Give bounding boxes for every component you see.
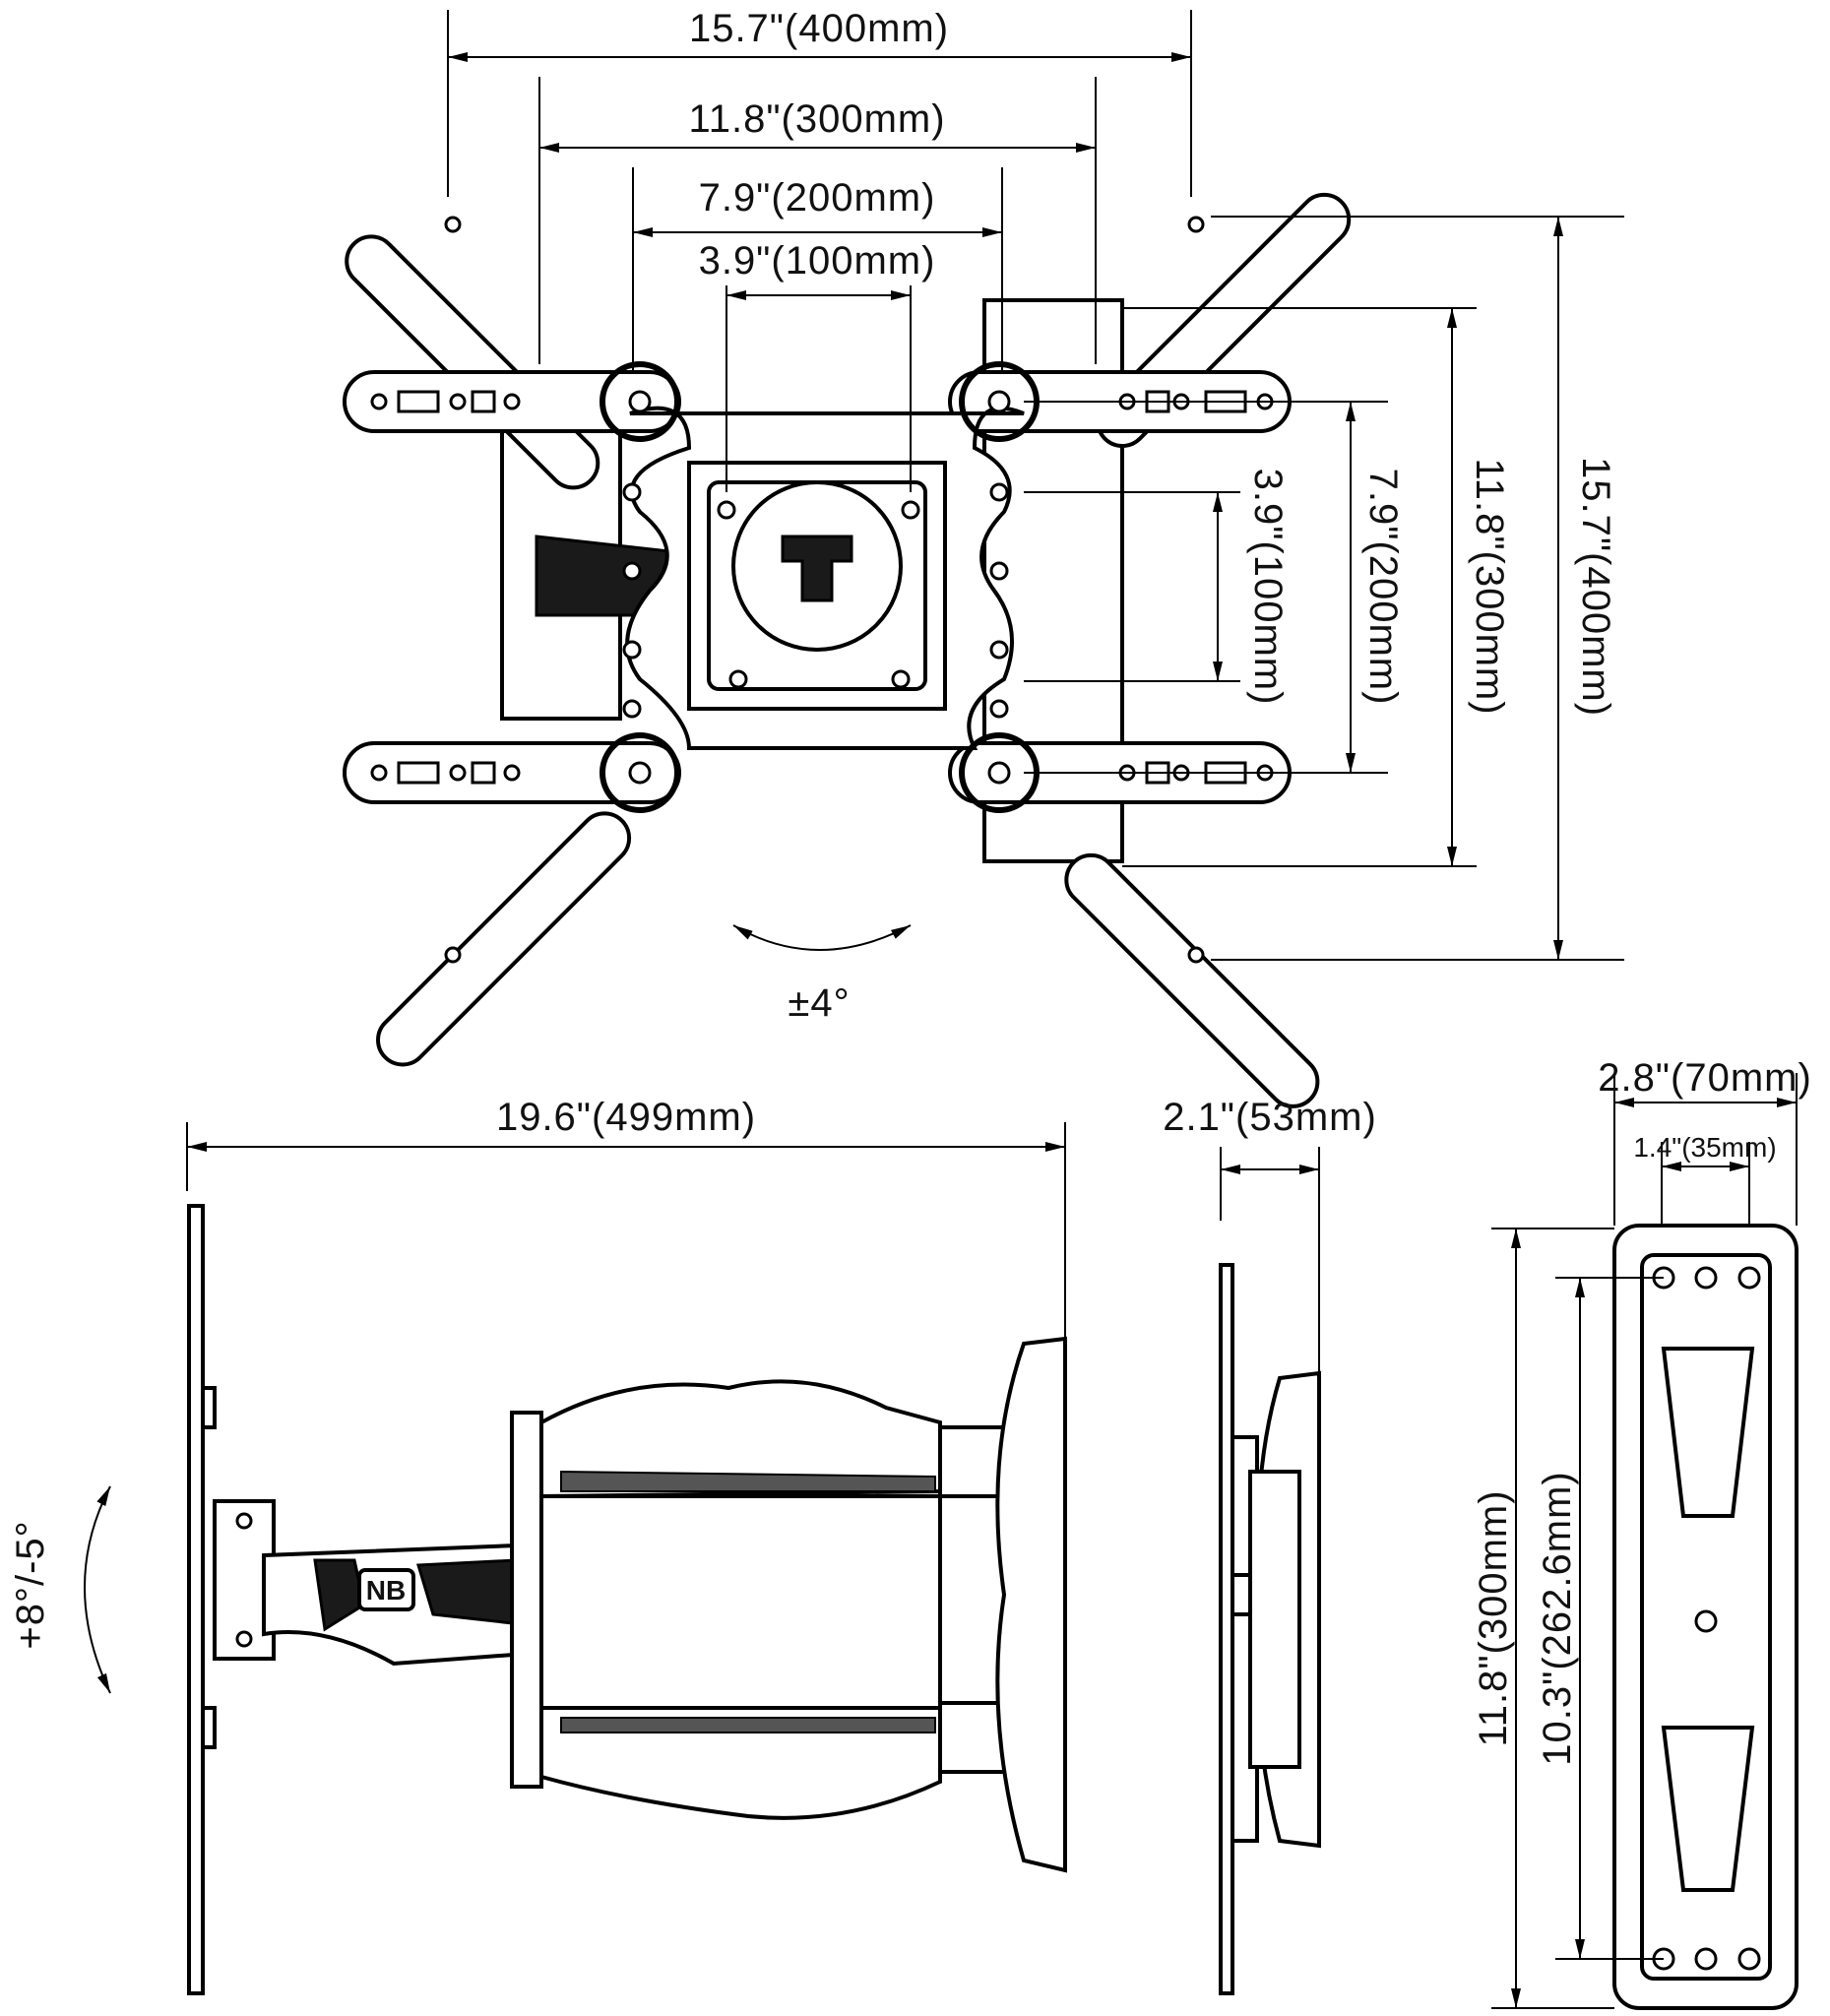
side-view: 19.6"(499mm) NB +8°/-5° <box>9 1096 1067 1995</box>
label-depth: 2.1"(53mm) <box>1163 1096 1377 1139</box>
wall-plate-view: 2.8"(70mm) 1.4"(35mm) 11.8"(300mm) 10.3"… <box>1472 1056 1812 2010</box>
pivot-top-left <box>599 361 680 442</box>
label-tilt: +8°/-5° <box>9 1520 52 1649</box>
arm-gap-panel <box>539 1494 942 1710</box>
profile-view: 2.1"(53mm) <box>1163 1096 1377 1995</box>
label-height-300: 11.8"(300mm) <box>1468 458 1511 715</box>
label-height-100: 3.9"(100mm) <box>1246 469 1290 706</box>
elbow-joint <box>510 1411 543 1789</box>
tilt-arrow <box>84 1485 111 1694</box>
label-swivel: ±4° <box>788 981 850 1025</box>
profile-arm-stack <box>1248 1470 1301 1769</box>
logo-text: NB <box>366 1575 406 1606</box>
label-width-400: 15.7"(400mm) <box>689 7 949 50</box>
pivot-bottom-left <box>599 732 680 813</box>
logo-badge <box>357 1568 415 1611</box>
label-height-200: 7.9"(200mm) <box>1361 469 1405 706</box>
label-plate-width: 2.8"(70mm) <box>1598 1056 1812 1100</box>
long-arm-upper <box>539 1379 942 1499</box>
swivel-arrow <box>732 924 912 951</box>
wall-plate-side <box>995 1336 1067 1873</box>
plate-cutout-upper <box>1661 1347 1755 1518</box>
label-width-300: 11.8"(300mm) <box>688 97 945 141</box>
label-extension: 19.6"(499mm) <box>496 1096 756 1139</box>
label-width-100: 3.9"(100mm) <box>699 239 936 283</box>
center-tab <box>781 535 853 602</box>
arm-slots <box>370 216 1274 964</box>
label-hole-height: 10.3"(262.6mm) <box>1536 1471 1579 1765</box>
long-arm-lower <box>539 1706 942 1820</box>
tv-plate-side <box>187 1204 205 1995</box>
label-width-200: 7.9"(200mm) <box>699 176 936 220</box>
label-height-400: 15.7"(400mm) <box>1574 457 1617 717</box>
label-hole-spacing: 1.4"(35mm) <box>1633 1132 1776 1163</box>
front-view: 15.7"(400mm) 11.8"(300mm) 7.9"(200mm) 3.… <box>343 7 1624 1108</box>
plate-cutout-lower <box>1661 1726 1755 1892</box>
label-plate-height: 11.8"(300mm) <box>1472 1489 1515 1746</box>
